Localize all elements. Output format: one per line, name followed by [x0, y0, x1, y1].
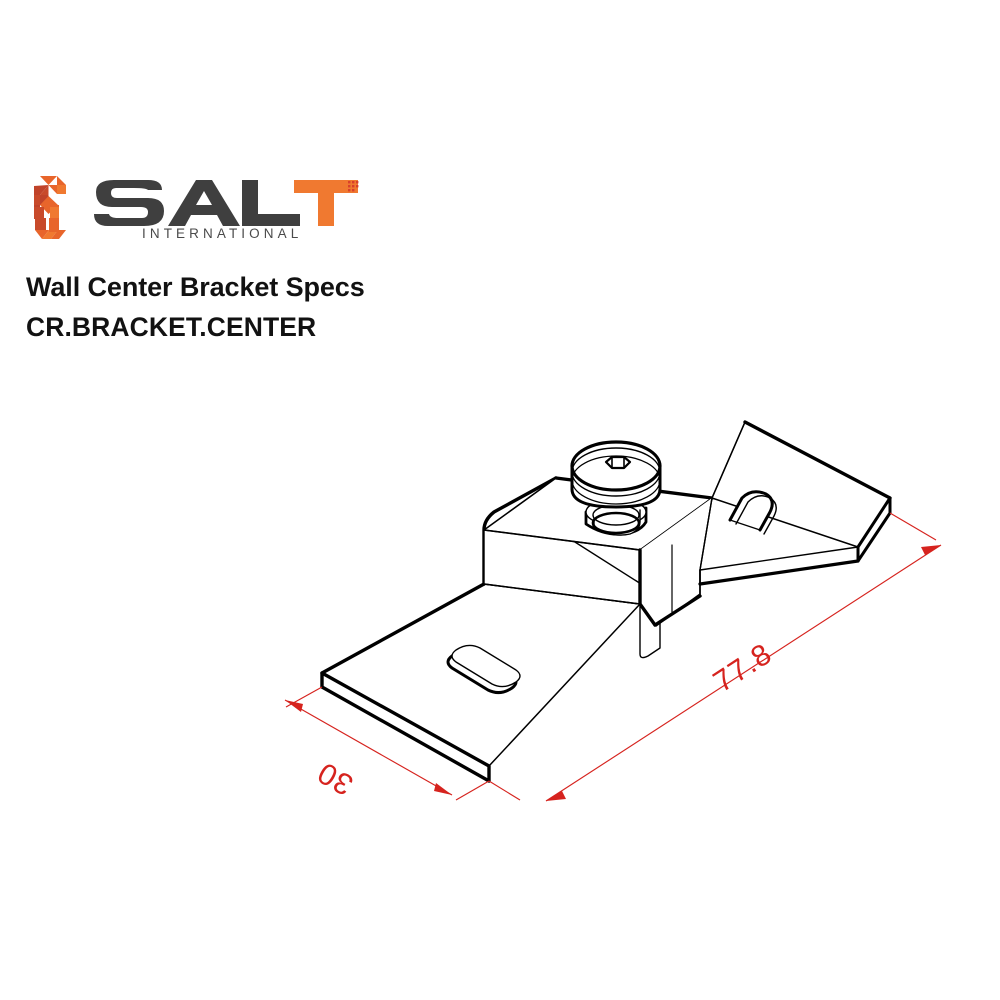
bracket-right-bend [638, 497, 713, 627]
dimension-annotations: 30 77.8 [284, 512, 942, 802]
upper-right-flange [698, 420, 892, 586]
bracket-top-plate [483, 476, 714, 551]
salt-s-mark-icon [26, 174, 74, 242]
hex-socket-icon [604, 455, 632, 470]
lower-slotted-hole [446, 644, 521, 695]
salt-wordmark [86, 172, 426, 242]
dimension-77-8: 77.8 [488, 512, 942, 802]
dimension-30: 30 [284, 686, 490, 801]
part-code: CR.BRACKET.CENTER [26, 311, 317, 342]
lower-flange-top-face [321, 583, 641, 767]
brand-tagline: INTERNATIONAL [142, 226, 303, 241]
page-title: Wall Center Bracket Specs [26, 272, 365, 302]
upper-slotted-hole [728, 490, 777, 535]
dimension-77-8-label: 77.8 [708, 637, 778, 699]
bracket-offset-web [482, 476, 661, 659]
socket-head-bolt [570, 440, 662, 536]
title-block: Wall Center Bracket Specs CR.BRACKET.CEN… [26, 270, 726, 344]
brand-logo: INTERNATIONAL [26, 172, 446, 262]
dimension-30-label: 30 [312, 755, 359, 801]
